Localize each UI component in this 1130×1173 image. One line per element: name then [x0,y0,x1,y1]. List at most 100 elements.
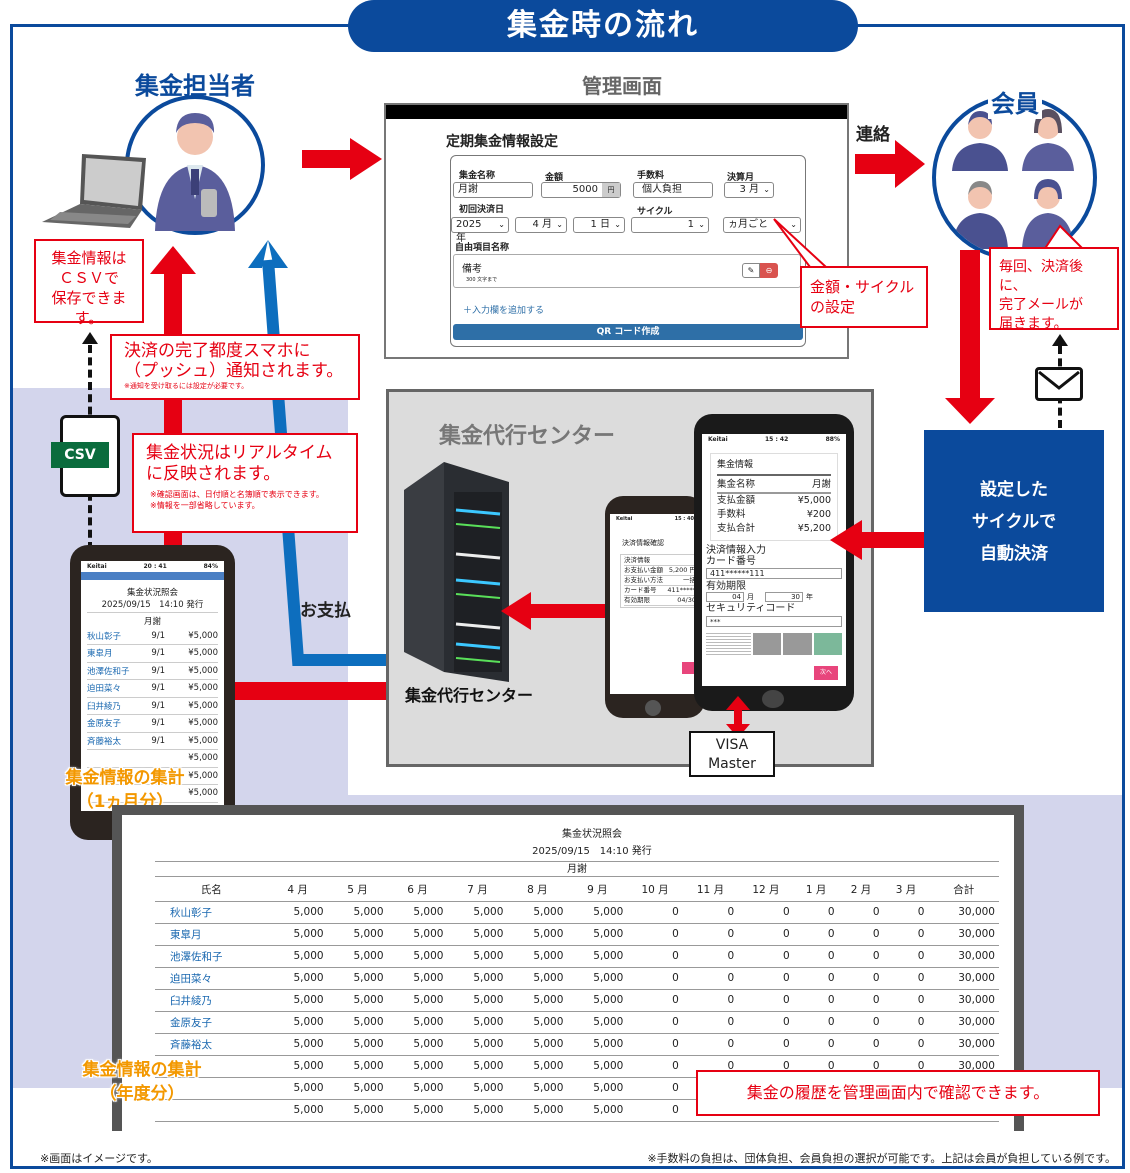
confirm-row: お支払い方法一括 [624,576,696,586]
amount-cell: 5,000 [387,1077,448,1100]
arrow-to-admin-head [350,138,382,180]
settle-month-label: 決算月 [727,173,755,183]
card-brands-box: VISA Master [689,731,775,777]
amount-cell: 0 [682,901,739,924]
mail-arrow-head [1052,334,1068,346]
form-title: 定期集金情報設定 [446,134,558,150]
cvc-input[interactable]: *** [706,616,842,627]
amount-cell: 5,000 [327,1011,388,1034]
card-number-input[interactable]: 411******111 [706,568,842,579]
center-title: 集金代行センター [439,424,616,449]
info-row-key: 支払金額 [717,495,756,506]
csv-file-icon: CSV [51,415,120,497]
fee-label: 手数料 [637,171,665,181]
amount-cell: 5,000 [567,1055,628,1078]
annual-summary-label: 集金情報の集計 （年度分） [82,1060,202,1104]
year-select[interactable]: 2025 年⌄ [451,217,509,244]
amount-cell: 0 [627,989,683,1012]
expiry-label: 有効期限 [706,581,746,592]
list-item-name: 池澤佐和子 [87,662,147,680]
name-input[interactable]: 月謝 [453,182,533,198]
member-name-cell: 金原友子 [155,1011,268,1034]
free-item-note: 300 文字まで [466,277,498,283]
chevron-down-icon: ⌄ [556,220,563,229]
footer-band [13,1142,1122,1166]
amount-cell: 5,000 [327,1033,388,1056]
push-notification-callout: 決済の完了都度スマホに （プッシュ）通知されます。 ※通知を受け取るには設定が必… [110,334,360,400]
list-item[interactable]: ¥5,000 [87,784,218,803]
cycle-select[interactable]: 1⌄ [631,217,709,233]
amount-cell: 5,000 [327,989,388,1012]
amount-cell: 5,000 [447,1099,508,1122]
fee-input[interactable]: 個人負担 [633,182,713,198]
list-item[interactable]: ¥5,000 [87,767,218,785]
expiry-year-select[interactable]: 30 [765,592,803,602]
column-header: 11 月 [682,879,739,902]
list-item-name: 臼井綾乃 [87,697,147,715]
list-item-amount: ¥5,000 [169,679,218,698]
add-field-link[interactable]: ＋入力欄を追加する [463,306,545,316]
chevron-down-icon: ⌄ [498,220,505,229]
next-button[interactable]: 次へ [814,666,838,680]
first-date-label: 初回決済日 [459,205,505,215]
member-name-cell [155,1099,268,1122]
info-row-value: ¥5,000 [797,495,831,506]
list-item-name [87,784,147,803]
column-header: 9 月 [567,879,628,902]
edit-pencil-icon[interactable]: ✎ [742,263,760,278]
card-front-image [813,633,843,655]
confirm-row: 決済情報 [624,556,696,566]
amount-cell: 5,000 [327,923,388,946]
amount-cell: 30,000 [928,967,999,990]
amount-cell: 0 [627,923,683,946]
day-select[interactable]: 1 日⌄ [573,217,625,233]
amount-cell: 0 [682,989,739,1012]
list-item-amount: ¥5,000 [169,697,218,715]
expiry-month-select[interactable]: 04 [706,592,744,602]
amount-cell: 5,000 [567,967,628,990]
footer-note-left: ※画面はイメージです。 [40,1152,158,1165]
info-row-value: ¥5,200 [797,523,831,534]
free-item-row: 備考 300 文字まで ✎ ⊖ [453,254,801,288]
amount-cell: 5,000 [267,989,328,1012]
month-select[interactable]: 4 月⌄ [515,217,567,233]
amount-cell: 0 [883,989,929,1012]
settle-month-select[interactable]: 3 月⌄ [724,182,774,198]
amount-cell: 5,000 [447,1055,508,1078]
info-row: 支払金額 ¥5,000 [717,494,831,508]
column-header: 氏名 [155,879,268,902]
amount-cell: 0 [838,967,884,990]
arrow-to-autopay-shaft [960,250,980,400]
amount-cell: 5,000 [507,1077,568,1100]
member-name-cell: 秋山彰子 [155,901,268,924]
qr-create-button[interactable]: QR コード作成 [453,324,803,340]
amount-cell: 0 [682,1011,739,1034]
column-header: 1 月 [793,879,839,902]
list-item[interactable]: ¥5,000 [87,749,218,768]
remove-icon[interactable]: ⊖ [760,263,778,278]
auto-payment-box: 設定した サイクルで 自動決済 [924,430,1104,612]
